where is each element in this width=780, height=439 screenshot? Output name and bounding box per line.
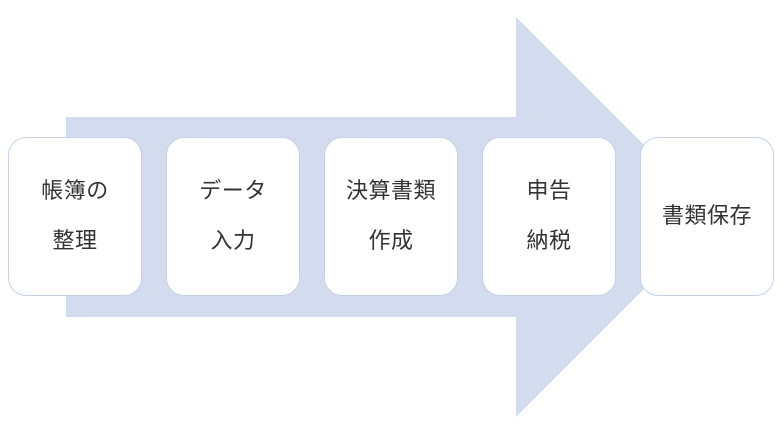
step-2-box: データ 入力 bbox=[166, 137, 300, 296]
step-3-box: 決算書類 作成 bbox=[324, 137, 458, 296]
step-4-line-2: 納税 bbox=[526, 228, 572, 254]
step-1-line-2: 整理 bbox=[52, 228, 98, 254]
step-4-box: 申告 納税 bbox=[482, 137, 616, 296]
step-4-line-1: 申告 bbox=[526, 178, 572, 204]
step-3-line-2: 作成 bbox=[368, 228, 414, 254]
step-2-line-1: データ bbox=[199, 178, 267, 204]
step-1-line-1: 帳簿の bbox=[41, 178, 109, 204]
step-1-box: 帳簿の 整理 bbox=[8, 137, 142, 296]
step-3-line-1: 決算書類 bbox=[345, 178, 436, 204]
step-2-line-2: 入力 bbox=[210, 228, 256, 254]
step-5-box: 書類保存 bbox=[640, 137, 774, 296]
step-5-line-1: 書類保存 bbox=[661, 203, 752, 229]
